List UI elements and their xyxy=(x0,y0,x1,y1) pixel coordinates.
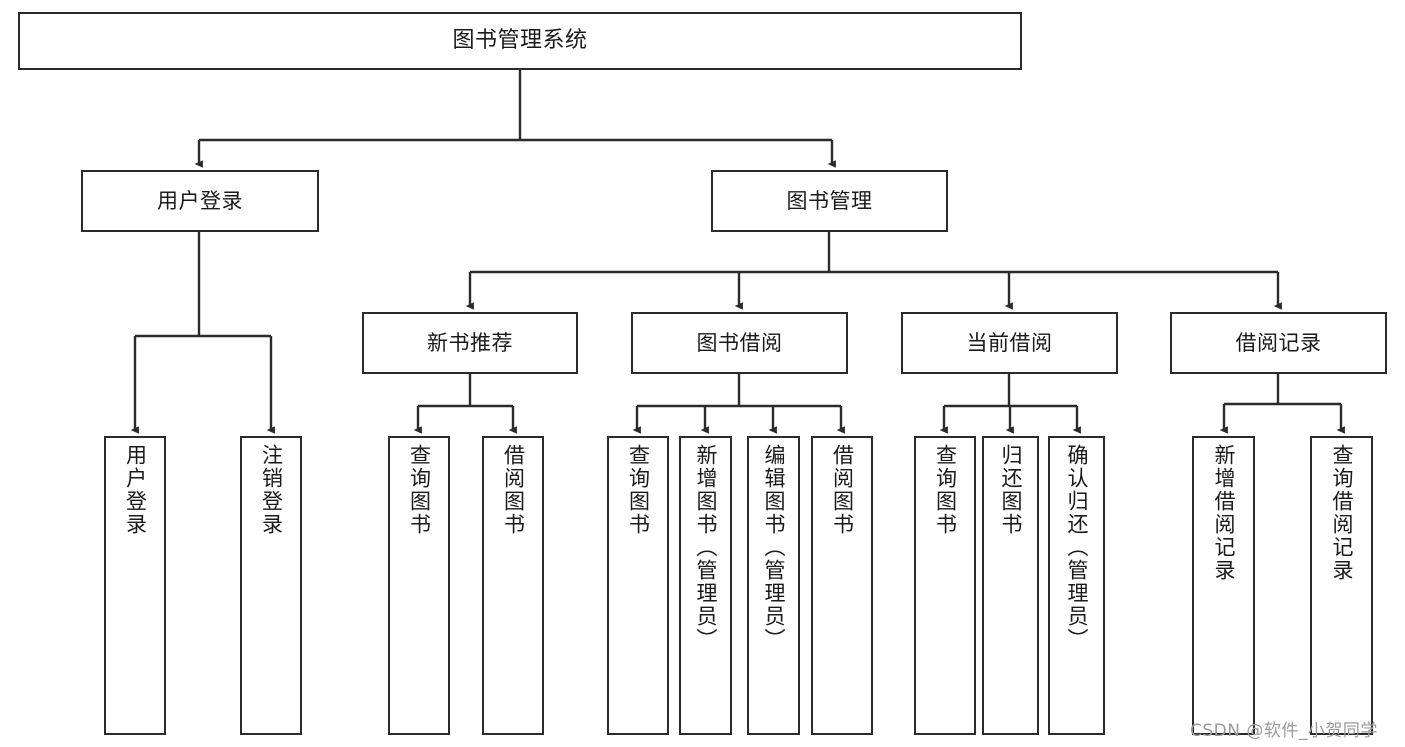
node-root[interactable]: 图书管理系统 xyxy=(18,12,1022,70)
node-leaf-user-logout-label: 注销登录 xyxy=(259,444,284,536)
node-leaf-add-record[interactable]: 新增借阅记录 xyxy=(1192,436,1255,735)
node-borrow-record-label: 借阅记录 xyxy=(1235,330,1322,355)
node-current-borrow-label: 当前借阅 xyxy=(966,330,1053,355)
node-leaf-query-book-3-label: 查询图书 xyxy=(933,444,958,536)
node-current-borrow[interactable]: 当前借阅 xyxy=(901,312,1118,374)
node-book-manage-label: 图书管理 xyxy=(786,188,873,213)
node-book-manage[interactable]: 图书管理 xyxy=(711,170,948,232)
node-leaf-add-book-label: 新增图书（管理员） xyxy=(694,444,719,651)
node-new-book-recommend[interactable]: 新书推荐 xyxy=(362,312,578,374)
node-leaf-user-login[interactable]: 用户登录 xyxy=(104,436,166,735)
node-leaf-add-record-label: 新增借阅记录 xyxy=(1212,444,1237,582)
node-leaf-return-book[interactable]: 归还图书 xyxy=(982,436,1039,735)
node-leaf-user-login-label: 用户登录 xyxy=(123,444,148,536)
node-book-borrow-label: 图书借阅 xyxy=(696,330,783,355)
node-leaf-edit-book-label: 编辑图书（管理员） xyxy=(762,444,787,651)
node-leaf-query-record[interactable]: 查询借阅记录 xyxy=(1310,436,1373,735)
node-leaf-borrow-book-1-label: 借阅图书 xyxy=(501,444,526,536)
node-leaf-confirm-return-label: 确认归还（管理员） xyxy=(1065,444,1090,651)
node-leaf-borrow-book-2[interactable]: 借阅图书 xyxy=(811,436,873,735)
node-book-borrow[interactable]: 图书借阅 xyxy=(631,312,848,374)
node-new-book-recommend-label: 新书推荐 xyxy=(427,330,513,355)
node-leaf-query-book-1-label: 查询图书 xyxy=(407,444,432,536)
node-leaf-query-book-3[interactable]: 查询图书 xyxy=(914,436,976,735)
node-leaf-edit-book[interactable]: 编辑图书（管理员） xyxy=(747,436,800,735)
node-leaf-query-book-1[interactable]: 查询图书 xyxy=(388,436,450,735)
node-leaf-borrow-book-1[interactable]: 借阅图书 xyxy=(482,436,544,735)
node-user-login-label: 用户登录 xyxy=(157,188,243,213)
node-user-login[interactable]: 用户登录 xyxy=(81,170,319,232)
node-leaf-query-record-label: 查询借阅记录 xyxy=(1330,444,1355,582)
watermark-text: CSDN @软件_小贺同学 xyxy=(1190,721,1378,741)
node-leaf-query-book-2[interactable]: 查询图书 xyxy=(607,436,669,735)
node-borrow-record[interactable]: 借阅记录 xyxy=(1170,312,1387,374)
node-leaf-query-book-2-label: 查询图书 xyxy=(626,444,651,536)
node-leaf-add-book[interactable]: 新增图书（管理员） xyxy=(679,436,732,735)
node-leaf-return-book-label: 归还图书 xyxy=(999,444,1024,536)
node-root-label: 图书管理系统 xyxy=(452,27,588,53)
node-leaf-borrow-book-2-label: 借阅图书 xyxy=(830,444,855,536)
node-leaf-user-logout[interactable]: 注销登录 xyxy=(240,436,302,735)
node-leaf-confirm-return[interactable]: 确认归还（管理员） xyxy=(1048,436,1105,735)
